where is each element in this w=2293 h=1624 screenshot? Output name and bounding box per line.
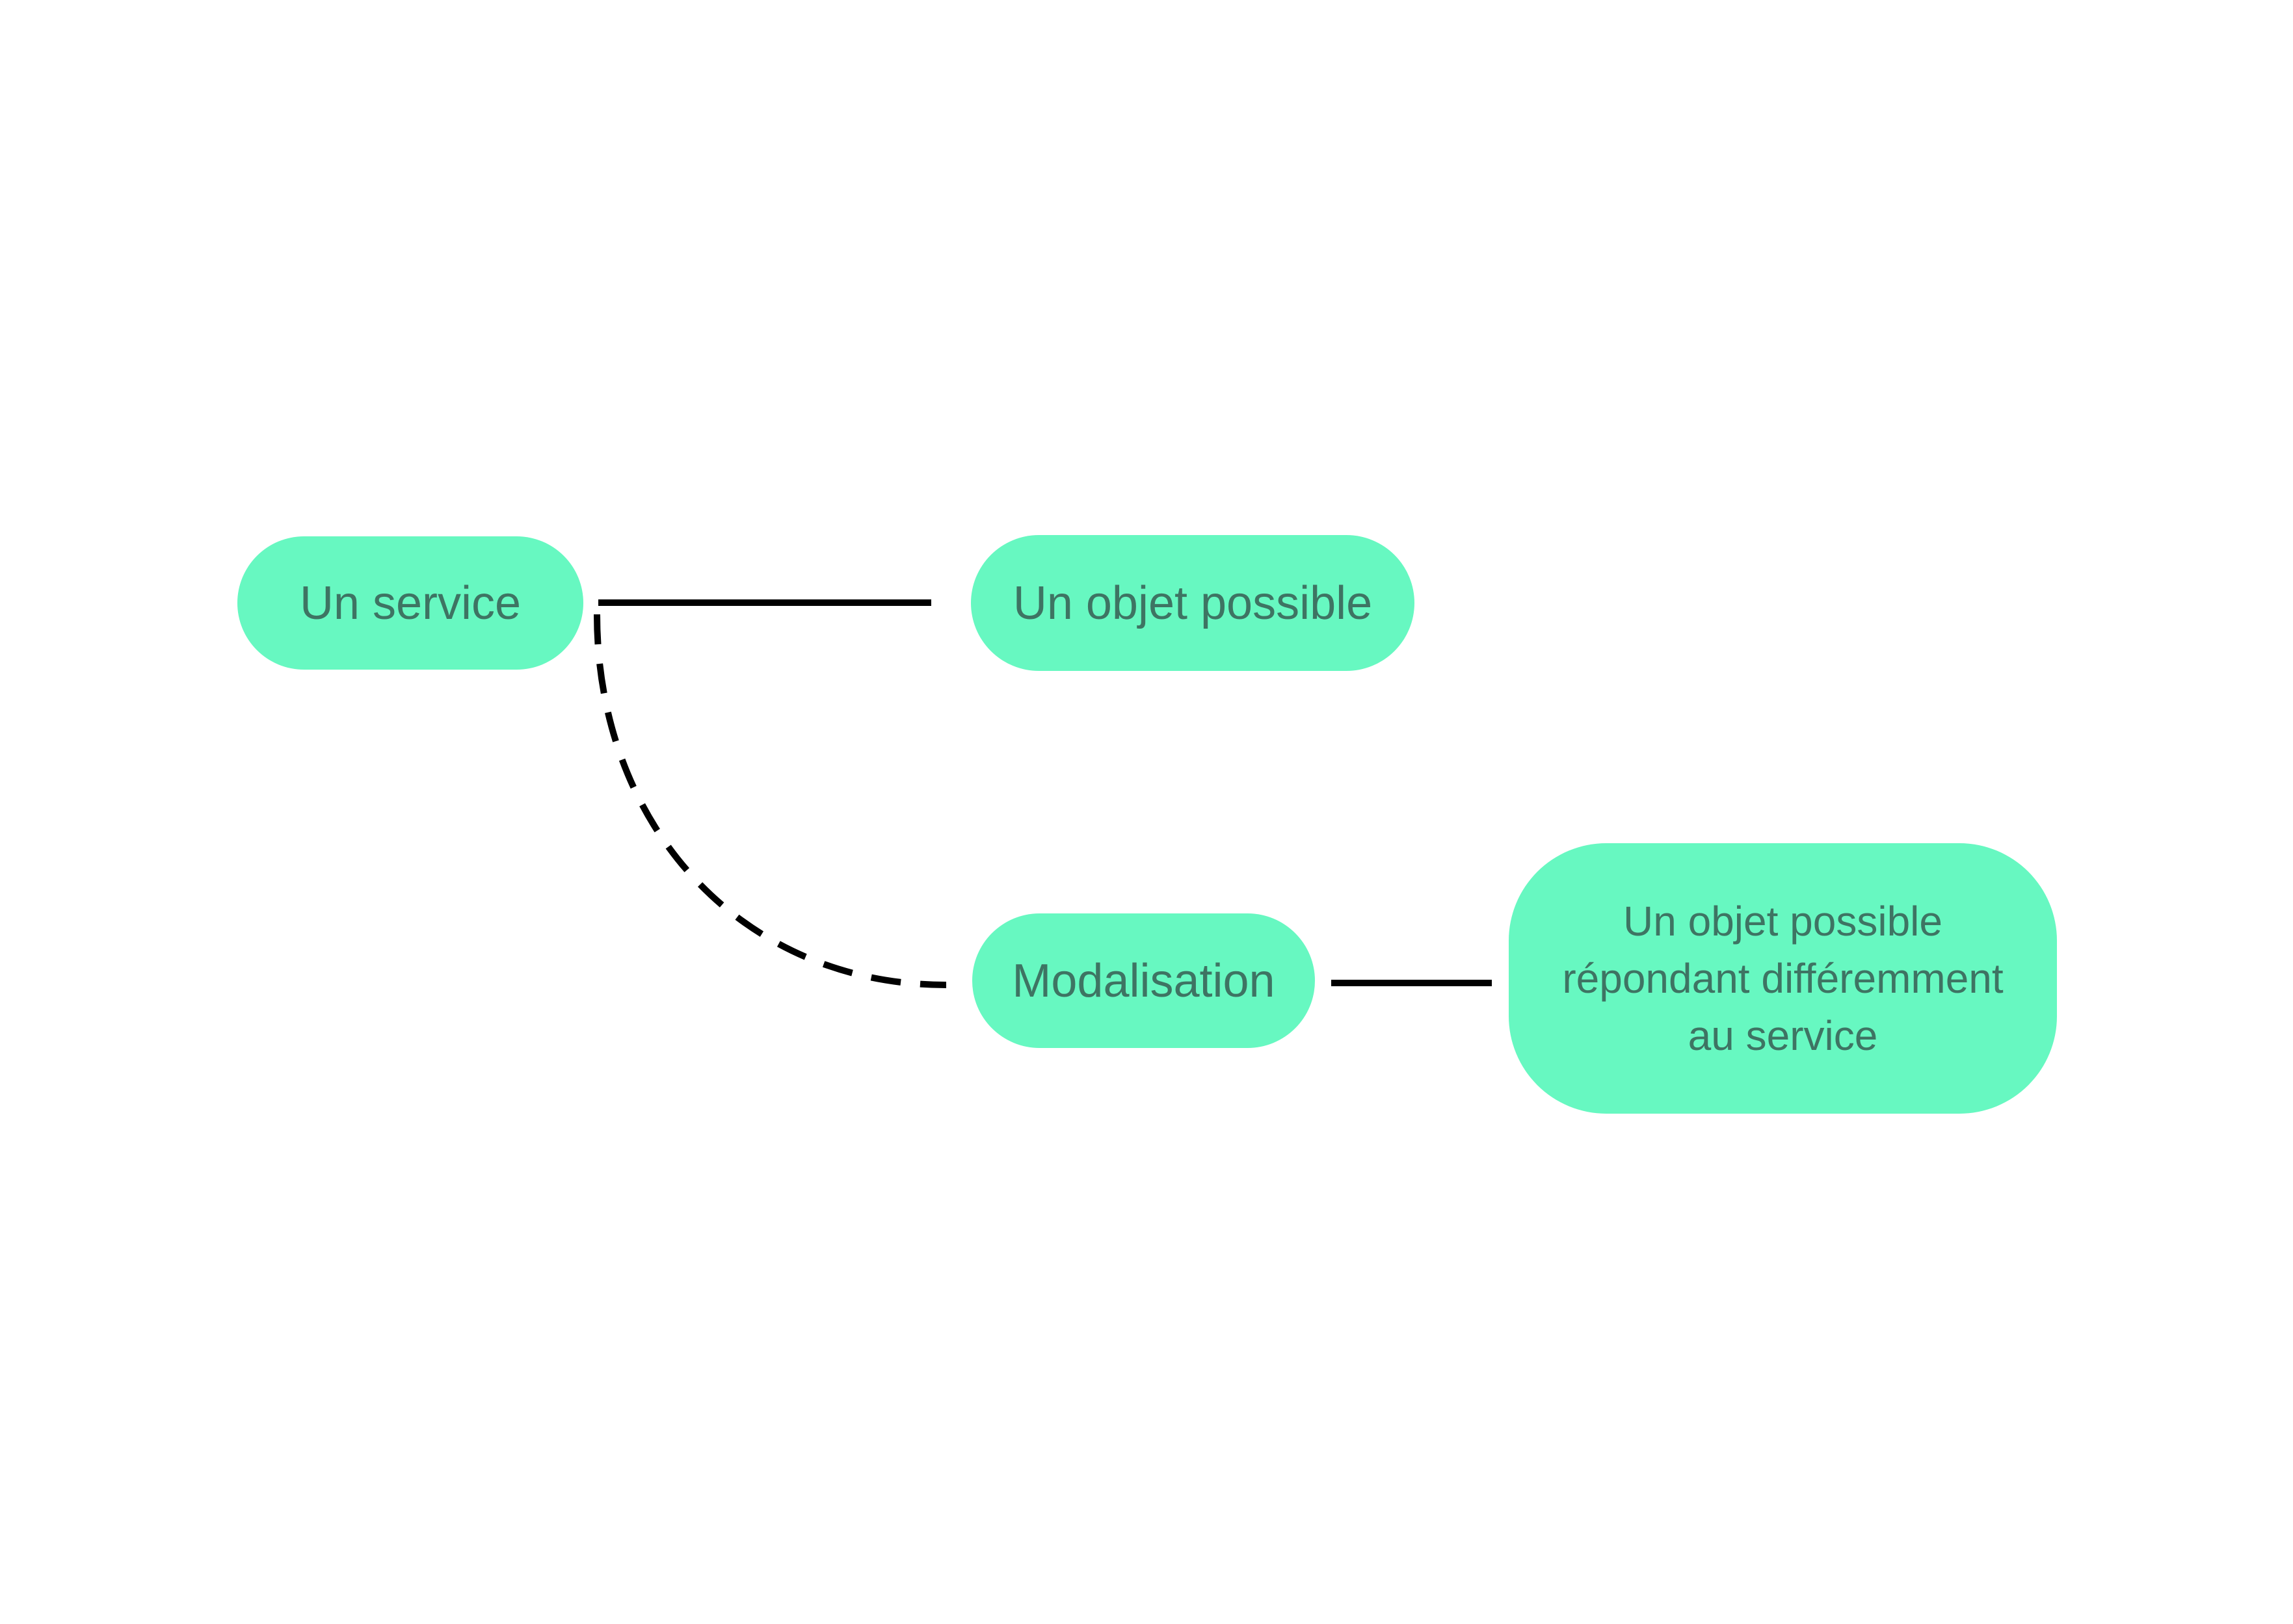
- node-un-objet-possible-label: Un objet possible: [1013, 577, 1373, 629]
- node-objet-possible-repondant-differemment: Un objet possible répondant différemment…: [1509, 843, 2057, 1114]
- node-modalisation: Modalisation: [972, 913, 1315, 1048]
- node-modalisation-label: Modalisation: [1012, 954, 1275, 1007]
- node-un-service-label: Un service: [299, 577, 522, 629]
- node-un-objet-possible: Un objet possible: [971, 535, 1414, 671]
- node-objet-possible-repondant-differemment-label: Un objet possible répondant différemment…: [1562, 898, 2004, 1059]
- node-un-service: Un service: [237, 536, 583, 670]
- edge-service-to-modalisation-dashed: [594, 614, 947, 988]
